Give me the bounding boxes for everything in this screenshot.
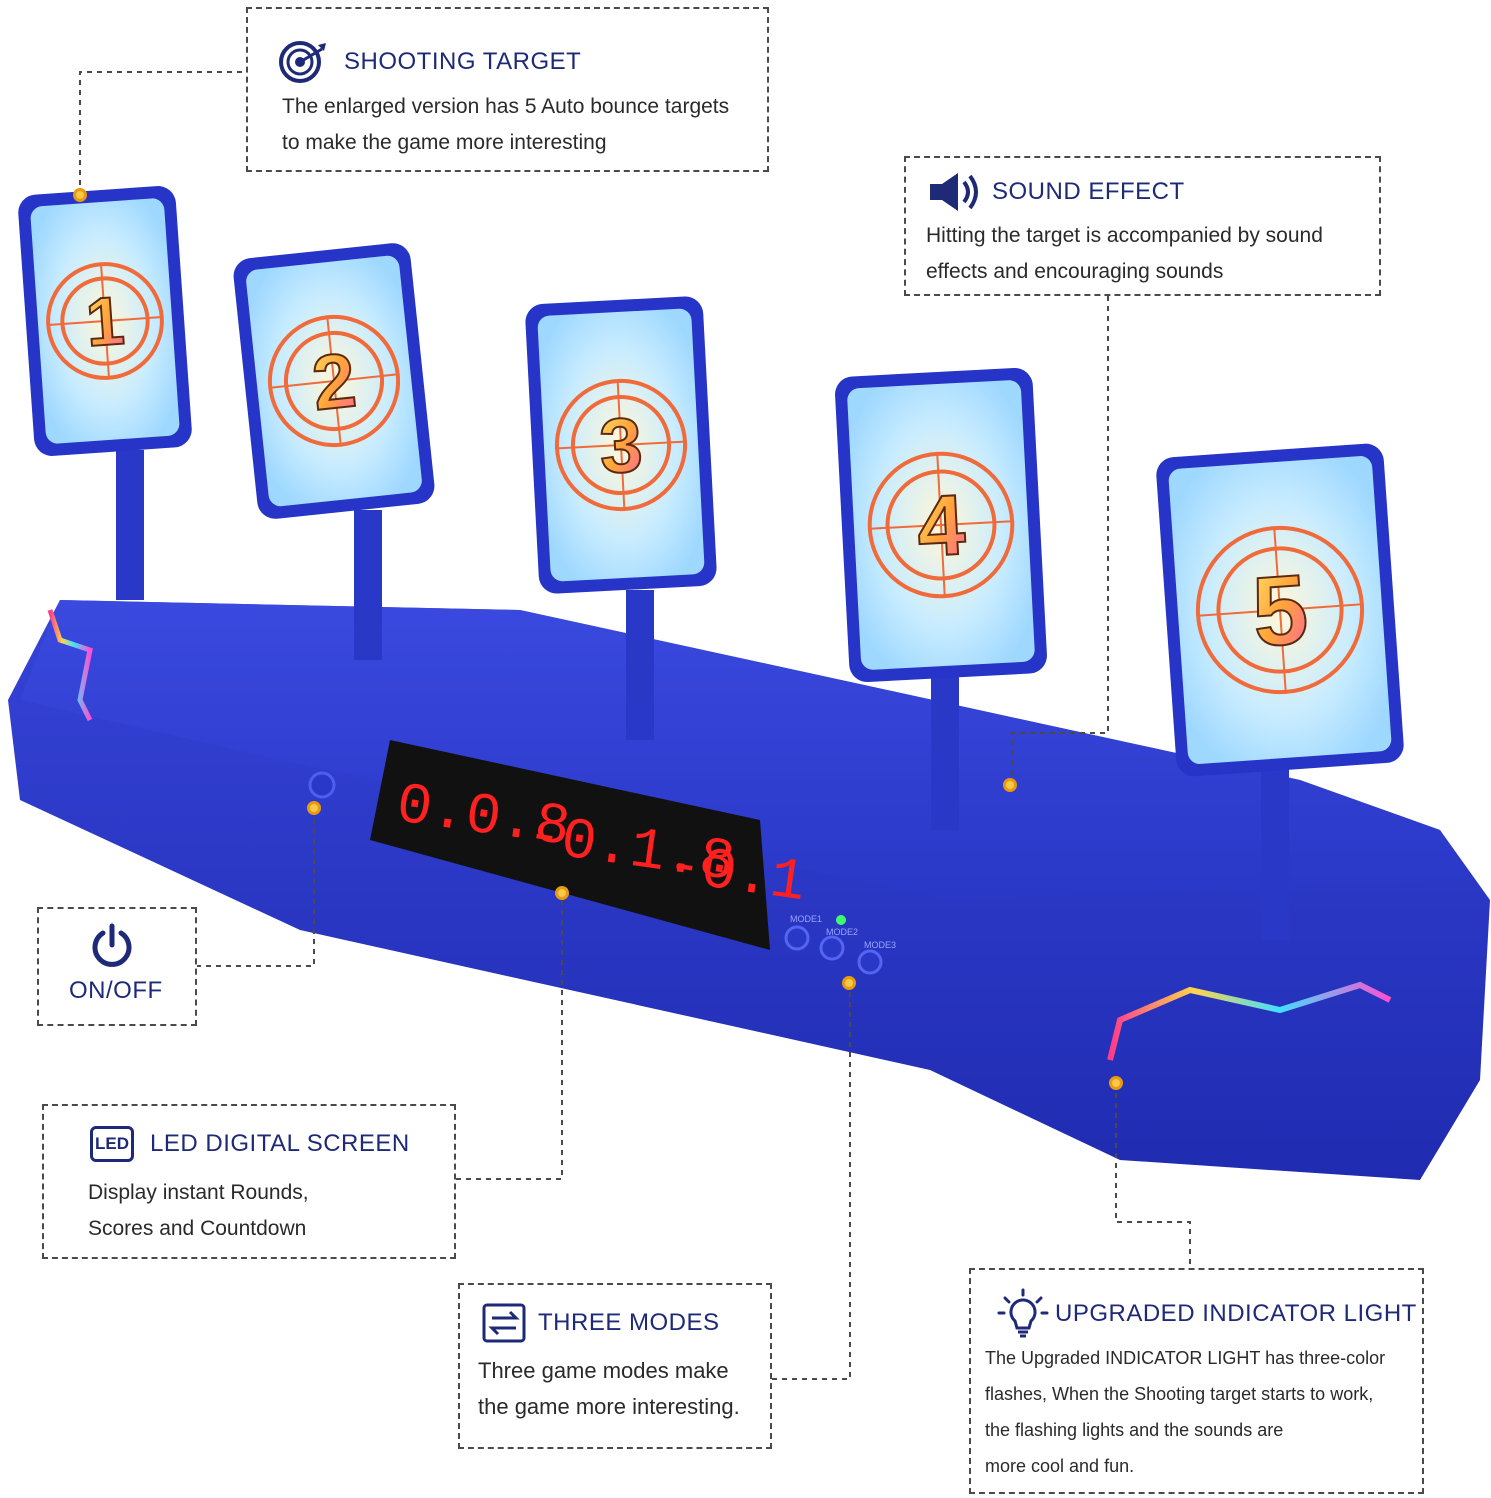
- mode1-button: [784, 925, 810, 951]
- indicator-light-line-2: flashes, When the Shooting target starts…: [985, 1384, 1374, 1404]
- target-crosshair: [270, 317, 398, 445]
- callout-indicator-light: UPGRADED INDICATOR LIGHT The Upgraded IN…: [969, 1268, 1424, 1494]
- mode3-button: [857, 949, 883, 975]
- target-pole: [931, 675, 959, 830]
- mode2-label: MODE2: [826, 927, 858, 937]
- led-screen-line-2: Scores and Countdown: [88, 1217, 307, 1240]
- target-number: 3: [597, 402, 644, 490]
- sound-effect-line-1: Hitting the target is accompanied by sou…: [926, 224, 1323, 247]
- target-number: 2: [308, 337, 360, 427]
- target-pole: [1261, 765, 1289, 940]
- target-pole: [626, 590, 654, 740]
- callout-shooting-target: SHOOTING TARGET The enlarged version has…: [246, 7, 769, 172]
- power-icon: [92, 923, 132, 967]
- target-crosshair: [556, 380, 686, 510]
- mode3-label: MODE3: [864, 940, 896, 950]
- led-screen-line-1: Display instant Rounds,: [88, 1181, 309, 1204]
- target-number: 1: [83, 283, 126, 361]
- callout-sound-effect: SOUND EFFECT Hitting the target is accom…: [904, 156, 1381, 296]
- target-pole: [116, 450, 144, 600]
- mode1-label: MODE1: [790, 914, 822, 924]
- target-crosshair: [869, 453, 1013, 597]
- light-bulb-icon: [997, 1288, 1049, 1338]
- shooting-target-title: SHOOTING TARGET: [344, 48, 582, 75]
- marker-led-screen: [555, 886, 569, 900]
- three-modes-title: THREE MODES: [538, 1309, 720, 1336]
- target-crosshair: [1198, 528, 1362, 692]
- sound-effect-line-2: effects and encouraging sounds: [926, 260, 1224, 283]
- targets: 1 2 3 4 5: [18, 186, 1404, 940]
- target-crosshair: [48, 264, 162, 378]
- callout-led-screen: LED LED DIGITAL SCREEN Display instant R…: [42, 1104, 456, 1259]
- led-screen-title: LED DIGITAL SCREEN: [150, 1130, 410, 1157]
- target-1: 1: [18, 186, 192, 600]
- sound-effect-title: SOUND EFFECT: [992, 178, 1185, 205]
- target-4: 4: [835, 367, 1047, 830]
- indicator-light-line-4: more cool and fun.: [985, 1456, 1135, 1476]
- target-number: 4: [915, 478, 968, 575]
- target-2: 2: [233, 243, 435, 660]
- indicator-light-title: UPGRADED INDICATOR LIGHT: [1055, 1300, 1417, 1327]
- target-pole: [354, 510, 382, 660]
- shooting-target-line-2: to make the game more interesting: [282, 131, 607, 154]
- target-3: 3: [525, 296, 717, 740]
- three-modes-line-2: the game more interesting.: [478, 1394, 740, 1419]
- marker-shooting-target: [73, 188, 87, 202]
- indicator-led: [836, 915, 846, 925]
- callout-on-off: ON/OFF: [37, 907, 197, 1026]
- shooting-target-line-1: The enlarged version has 5 Auto bounce t…: [282, 95, 730, 118]
- indicator-light-line-3: the flashing lights and the sounds are: [985, 1420, 1284, 1440]
- marker-three-modes: [842, 976, 856, 990]
- target-5: 5: [1156, 443, 1404, 940]
- indicator-light-line-1: The Upgraded INDICATOR LIGHT has three-c…: [985, 1348, 1386, 1368]
- mode2-button: [819, 935, 845, 961]
- led-badge-icon: LED: [90, 1126, 134, 1162]
- target-dart-icon: [279, 41, 326, 83]
- marker-sound-effect: [1003, 778, 1017, 792]
- marker-on-off: [307, 801, 321, 815]
- speaker-icon: [930, 173, 978, 211]
- target-number: 5: [1249, 554, 1311, 668]
- marker-indicator-light: [1109, 1076, 1123, 1090]
- device-mode-buttons: MODE1 MODE2 MODE3: [784, 914, 896, 975]
- on-off-title: ON/OFF: [69, 977, 163, 1004]
- three-modes-line-1: Three game modes make: [478, 1358, 729, 1383]
- callout-three-modes: THREE MODES Three game modes make the ga…: [458, 1283, 772, 1449]
- device-power-button: [308, 771, 336, 799]
- switch-arrows-icon: [482, 1303, 526, 1343]
